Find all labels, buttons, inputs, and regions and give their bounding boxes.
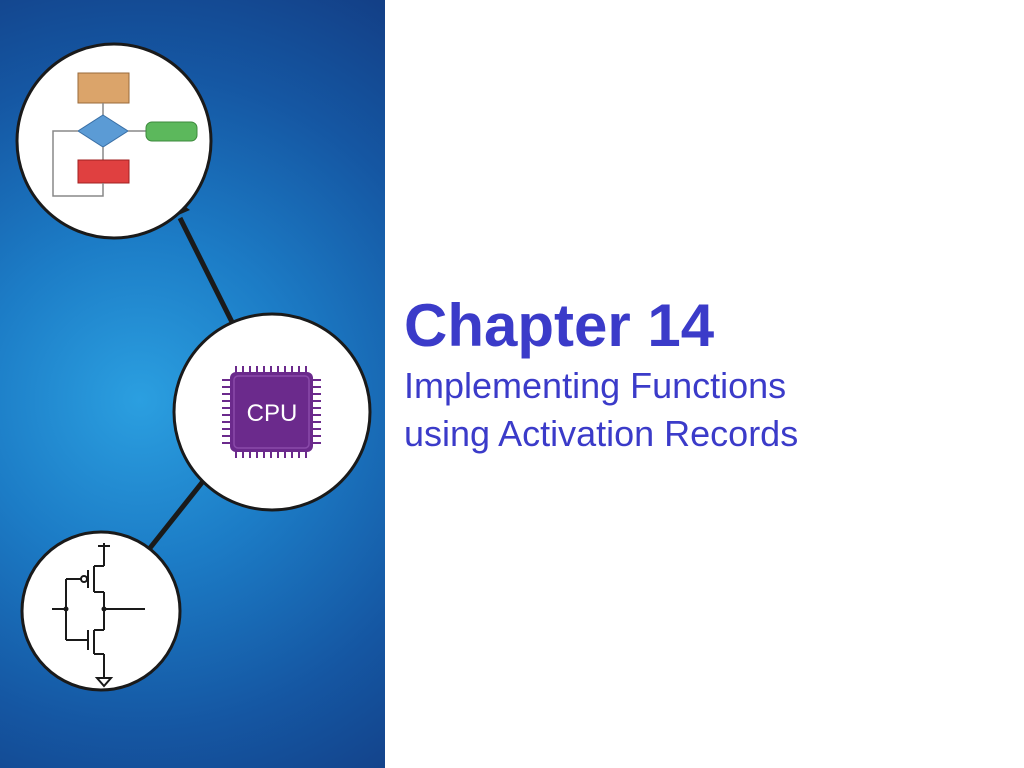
chapter-subtitle: Implementing Functions using Activation … bbox=[404, 362, 1004, 458]
subtitle-line-2: using Activation Records bbox=[404, 413, 799, 454]
cpu-label: CPU bbox=[247, 400, 298, 427]
chapter-title: Chapter 14 bbox=[404, 292, 715, 359]
illustration-svg: CPU bbox=[15, 42, 372, 692]
title-block: Chapter 14 Implementing Functions using … bbox=[404, 292, 1004, 458]
subtitle-line-1: Implementing Functions bbox=[404, 365, 787, 406]
cpu-chip-icon: CPU bbox=[172, 312, 372, 512]
flowchart-icon bbox=[15, 42, 213, 240]
left-illustration-panel: CPU bbox=[0, 0, 385, 768]
transistor-circuit-icon bbox=[20, 530, 182, 692]
